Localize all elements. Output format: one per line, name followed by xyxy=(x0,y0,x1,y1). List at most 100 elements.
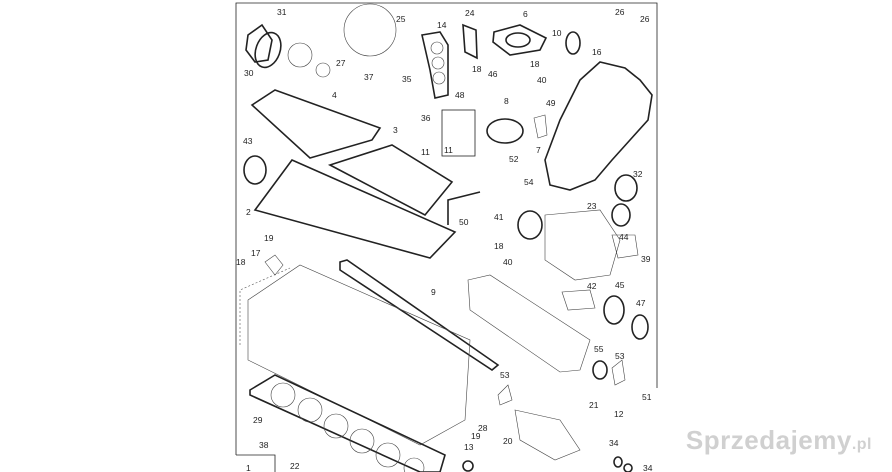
part-label: 47 xyxy=(636,298,646,308)
egr-valve xyxy=(514,409,581,461)
part-label: 11 xyxy=(444,145,453,155)
oil-pan-gasket-3 xyxy=(327,144,454,217)
part-label: 23 xyxy=(587,201,597,211)
o-ring-31 xyxy=(254,31,282,69)
gasket-44 xyxy=(611,234,639,259)
part-label: 13 xyxy=(464,442,474,452)
part-label: 51 xyxy=(642,392,652,402)
part-label: 14 xyxy=(437,20,447,30)
part-label: 6 xyxy=(523,9,528,19)
part-label: 7 xyxy=(536,145,541,155)
part-label: 39 xyxy=(641,254,651,264)
part-label: 40 xyxy=(537,75,547,85)
o-ring-23 xyxy=(611,203,631,227)
clamp-41 xyxy=(517,210,543,240)
part-label: 40 xyxy=(503,257,513,267)
o-ring-43 xyxy=(243,155,267,185)
flywheel-housing xyxy=(343,3,397,57)
watermark-suffix: .pl xyxy=(851,436,872,453)
o-ring-8 xyxy=(486,118,524,144)
part-label: 3 xyxy=(393,125,398,135)
head-gasket-29 xyxy=(249,374,446,472)
part-label: 27 xyxy=(336,58,346,68)
seal-55 xyxy=(592,360,608,380)
part-label: 19 xyxy=(264,233,274,243)
part-label: 38 xyxy=(259,440,269,450)
part-label: 44 xyxy=(619,232,629,242)
part-label: 18 xyxy=(472,64,482,74)
part-label: 11 xyxy=(421,147,430,157)
gasket-53 xyxy=(611,359,626,386)
part-label: 18 xyxy=(236,257,246,267)
part-label: 28 xyxy=(478,423,488,433)
part-label: 37 xyxy=(364,72,374,82)
part-label: 53 xyxy=(500,370,510,380)
part-label: 52 xyxy=(509,154,519,164)
part-label: 1 xyxy=(246,463,251,472)
part-label: 17 xyxy=(251,248,261,258)
cover-gasket-30 xyxy=(245,23,273,63)
o-ring-34b xyxy=(623,463,633,472)
part-label: 31 xyxy=(277,7,287,17)
part-label: 34 xyxy=(609,438,619,448)
part-label: 2 xyxy=(246,207,251,217)
turbocharger xyxy=(544,209,621,281)
diagram-frame xyxy=(235,2,658,455)
gasket-9 xyxy=(339,259,500,371)
exhaust-manifold xyxy=(467,274,591,373)
part-label: 50 xyxy=(459,217,469,227)
part-label: 53 xyxy=(615,351,625,361)
front-cover-gasket-16 xyxy=(544,61,653,191)
part-label: 29 xyxy=(253,415,263,425)
part-label: 54 xyxy=(524,177,534,187)
gasket-2 xyxy=(253,159,457,259)
part-label: 35 xyxy=(402,74,412,84)
part-label: 21 xyxy=(589,400,599,410)
inner-ring-6 xyxy=(505,32,531,48)
gasket-53b xyxy=(497,384,513,406)
pipe-50 xyxy=(447,191,481,225)
part-label: 4 xyxy=(332,90,337,100)
gasket-42 xyxy=(561,289,596,311)
part-label: 24 xyxy=(465,8,475,18)
frame-bracket xyxy=(236,454,276,472)
part-label: 16 xyxy=(592,47,602,57)
part-label: 26 xyxy=(640,14,650,24)
box-48 xyxy=(441,109,476,157)
o-ring-47 xyxy=(631,314,649,340)
part-label: 30 xyxy=(244,68,254,78)
oil-pan-gasket-4 xyxy=(250,89,382,159)
part-label: 8 xyxy=(504,96,509,106)
part-label: 25 xyxy=(396,14,406,24)
plate xyxy=(287,42,313,68)
part-label: 42 xyxy=(587,281,597,291)
gasket-6 xyxy=(492,24,548,56)
part-label: 12 xyxy=(614,409,624,419)
gasket-7 xyxy=(533,114,548,139)
cylinder-head xyxy=(247,264,471,446)
gasket-19 xyxy=(264,254,284,276)
o-ring-34 xyxy=(613,456,623,468)
part-label: 46 xyxy=(488,69,498,79)
watermark-text: Sprzedajemy xyxy=(685,425,852,455)
part-label: 19 xyxy=(471,431,481,441)
part-label: 32 xyxy=(633,169,643,179)
part-labels: 31 30 25 14 24 6 10 26 26 27 37 35 16 18… xyxy=(236,7,653,472)
part-label: 36 xyxy=(421,113,431,123)
part-label: 55 xyxy=(594,344,604,354)
part-label: 20 xyxy=(503,436,513,446)
o-ring-10 xyxy=(565,31,581,55)
gasket-14 xyxy=(421,31,449,99)
gasket-24 xyxy=(462,23,478,60)
part-label: 22 xyxy=(290,461,300,471)
part-label: 9 xyxy=(431,287,436,297)
part-label: 49 xyxy=(546,98,556,108)
part-label: 45 xyxy=(615,280,625,290)
watermark-logo: Sprzedajemy.pl xyxy=(686,425,872,456)
part-label: 26 xyxy=(615,7,625,17)
part-label: 41 xyxy=(494,212,504,222)
clamp-45 xyxy=(603,295,625,325)
part-label: 18 xyxy=(530,59,540,69)
part-label: 43 xyxy=(243,136,253,146)
